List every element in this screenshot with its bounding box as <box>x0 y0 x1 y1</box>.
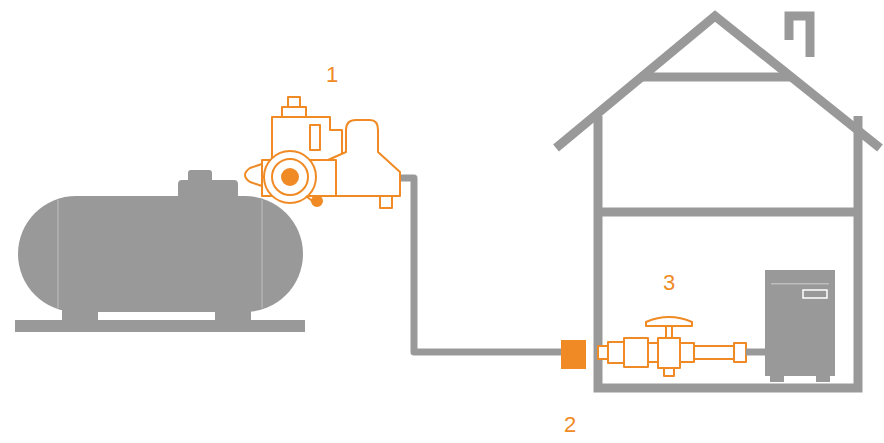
regulator-symbol <box>245 97 400 208</box>
appliance-pipe <box>746 349 766 356</box>
callout-number: 1 <box>326 64 338 86</box>
gas-pipe <box>398 178 562 352</box>
callout-number: 3 <box>663 272 675 294</box>
callout-number: 2 <box>564 414 576 436</box>
shutoff-valve <box>598 317 746 376</box>
appliance <box>765 270 835 382</box>
house-outline <box>556 16 880 388</box>
wall-sleeve <box>561 340 586 369</box>
